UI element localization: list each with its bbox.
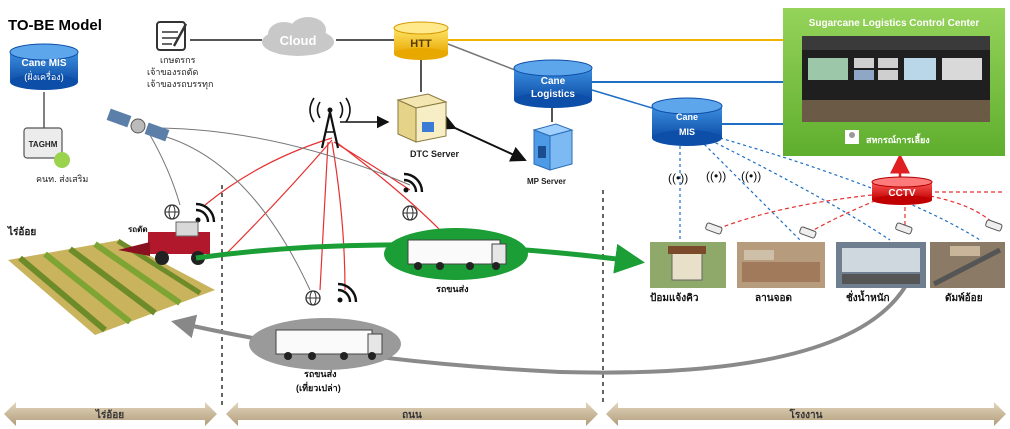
- diagram-title: TO-BE Model: [8, 17, 102, 34]
- tablet-screen-text: TAGHM: [29, 140, 58, 149]
- farmer-note-icon: [156, 21, 188, 51]
- station-label-weighing: ชั่งน้ำหนัก: [846, 290, 890, 304]
- loaded-truck-label: รถขนส่ง: [436, 284, 468, 294]
- empty-truck-sublabel: (เที่ยวเปล่า): [296, 381, 341, 393]
- control-center-title: Sugarcane Logistics Control Center: [809, 18, 980, 29]
- cane-logistics-database: Cane Logistics: [513, 59, 593, 108]
- rfid-reader-icons: ((•)) ((•)) ((•)): [668, 169, 761, 185]
- wifi-icon: [403, 172, 424, 193]
- empty-truck-label: รถขนส่ง: [304, 369, 336, 379]
- cctv-camera-icon: [705, 222, 723, 235]
- cane-mis-right-label2: MIS: [679, 127, 695, 137]
- farmer-note-line1: เกษตรกร: [160, 55, 196, 65]
- cloud-icon: Cloud: [262, 17, 334, 56]
- zone-label-road: ถนน: [402, 410, 422, 421]
- station-weighing: [836, 242, 926, 288]
- sugarcane-field: [8, 238, 215, 335]
- satellite-icon: [106, 108, 170, 142]
- globe-icon: [305, 290, 321, 306]
- globe-icon: [164, 204, 180, 220]
- wifi-icon: [337, 282, 358, 303]
- farmer-note-line3: เจ้าของรถบรรทุก: [147, 79, 213, 90]
- htt-logistics-link: [447, 43, 521, 73]
- antenna-tower-icon: [309, 97, 351, 149]
- htt-label: HTT: [410, 38, 432, 50]
- cane-logistics-label2: Logistics: [531, 89, 575, 100]
- hand-pointer-icon: [54, 152, 70, 168]
- zone-label-factory: โรงงาน: [789, 408, 823, 421]
- zone-arrow-factory: โรงงาน: [606, 402, 1006, 426]
- control-center-caption: สหกรณ์การเลี้ยง: [866, 133, 930, 145]
- htt-database: HTT: [393, 21, 449, 60]
- station-label-parking: ลานจอด: [755, 293, 792, 304]
- cane-mis-right-database: Cane MIS: [651, 97, 723, 146]
- station-parking-lot: [737, 242, 825, 288]
- cane-logistics-label1: Cane: [541, 76, 566, 87]
- station-queue-booth: [650, 242, 726, 288]
- cloud-label: Cloud: [280, 33, 317, 48]
- dtc-mp-arrow: [438, 114, 527, 162]
- rfid-icon: ((•)): [741, 169, 761, 183]
- zone-arrow-road: ถนน: [226, 402, 598, 426]
- dtc-server-label: DTC Server: [410, 149, 460, 159]
- farmer-note-line2: เจ้าของรถตัด: [147, 67, 198, 77]
- cane-mis-right-label1: Cane: [676, 112, 698, 122]
- rfid-icon: ((•)): [668, 171, 688, 185]
- tablet-caption: คนท. ส่งเสริม: [36, 174, 88, 184]
- control-center-panel: Sugarcane Logistics Control Center สหกรณ…: [783, 8, 1005, 156]
- globe-icon: [402, 205, 418, 221]
- mp-server-label: MP Server: [527, 177, 566, 186]
- station-label-dump: ดัมพ์อ้อย: [945, 292, 983, 304]
- field-label: ไร่อ้อย: [7, 225, 36, 238]
- cane-mis-left-label: Cane MIS: [21, 58, 66, 69]
- loaded-truck-group: [384, 228, 528, 280]
- wifi-icon: [195, 202, 216, 223]
- cctv-camera-icon: [895, 222, 913, 235]
- zone-label-field: ไร่อ้อย: [95, 408, 124, 421]
- rfid-icon: ((•)): [706, 169, 726, 183]
- tablet-device: TAGHM: [23, 127, 70, 168]
- zone-arrow-field: ไร่อ้อย: [4, 402, 217, 426]
- station-cane-dump: [930, 242, 1005, 288]
- station-label-queue: ป้อมแจ้งคิว: [650, 292, 699, 304]
- harvester-label: รถตัด: [128, 225, 148, 234]
- empty-truck-group: [249, 318, 401, 370]
- cctv-database: CCTV: [871, 176, 933, 205]
- cctv-camera-icon: [799, 226, 817, 239]
- cctv-label: CCTV: [888, 188, 916, 199]
- cane-mis-left-sub: (ฝั่งเครื่อง): [24, 70, 63, 82]
- cctv-camera-icon: [985, 219, 1003, 232]
- cane-mis-left-database: Cane MIS (ฝั่งเครื่อง): [9, 43, 79, 90]
- mp-server-icon: [532, 123, 574, 171]
- dtc-server-icon: [396, 93, 448, 143]
